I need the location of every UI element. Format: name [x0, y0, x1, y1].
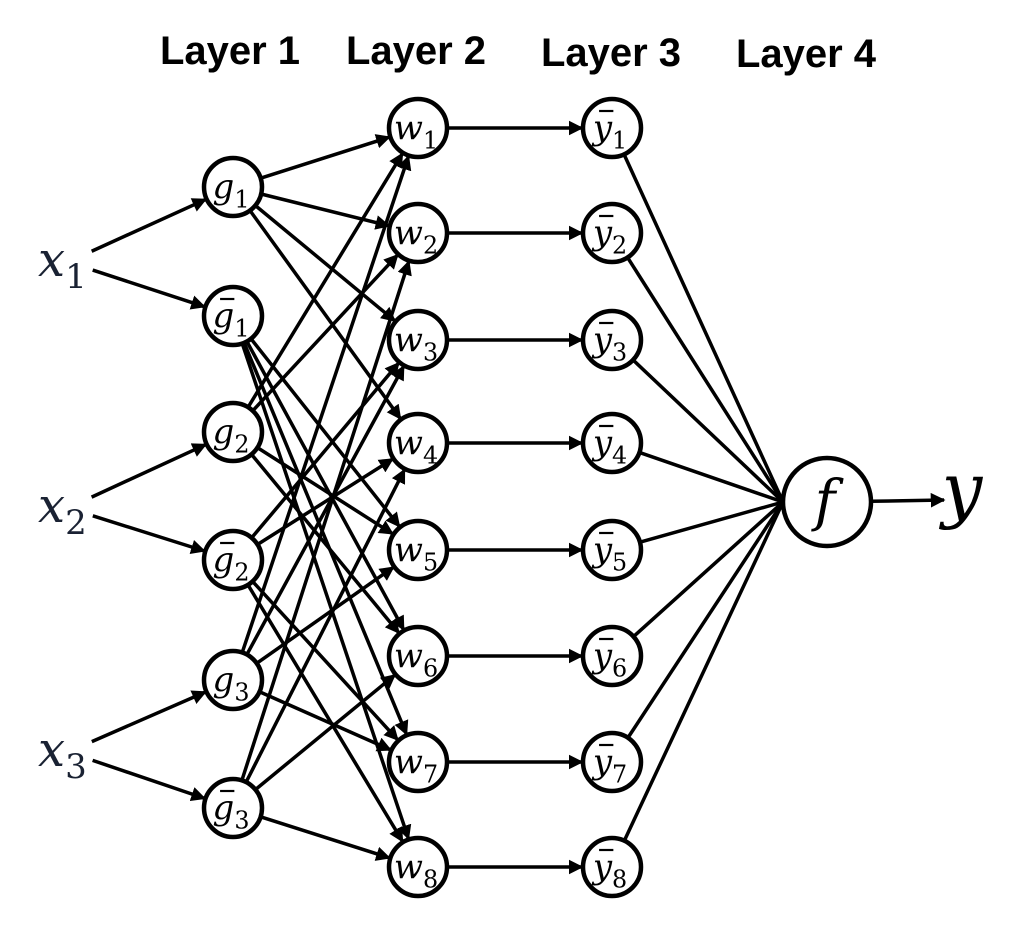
node-g3: [201, 648, 265, 712]
layer-1-label: Layer 1: [160, 29, 300, 73]
node-gbar3: [201, 776, 265, 840]
edge-ybar8-to-f: [622, 501, 785, 842]
edge-l1-to-w2: [251, 253, 399, 412]
node-w8-label: w8: [394, 847, 438, 894]
edge-input-1-to-g: [90, 197, 208, 253]
node-w5-label: w5: [394, 530, 438, 577]
node-ybar4-label: y4: [591, 423, 627, 470]
edge-l1-to-w4: [256, 457, 394, 546]
layer-4-label: Layer 4: [736, 32, 877, 76]
node-w7: [386, 730, 450, 794]
node-w1: [386, 96, 450, 160]
edge-l1-to-w8: [260, 815, 391, 861]
edge-ybar5-to-f: [639, 500, 784, 544]
layer-2-label: Layer 2: [346, 29, 486, 73]
node-ybar2-label: y2: [591, 213, 627, 260]
edge-l1-to-w8: [240, 342, 412, 840]
node-ybar6-label: y6: [591, 636, 627, 683]
input-x1: x1: [38, 232, 87, 297]
node-w6-label: w6: [394, 636, 438, 683]
node-g1-label: g1: [213, 167, 250, 214]
output-y: y: [939, 447, 984, 531]
edge-input-2-to-g: [90, 442, 208, 499]
node-w4: [386, 411, 450, 475]
edge-l1-to-w1: [246, 152, 404, 409]
edge-ybar3-to-f: [631, 358, 785, 504]
node-ybar1-label: y1: [591, 108, 627, 155]
edge-l1-to-w5: [256, 446, 394, 536]
edge-l1-to-w1: [240, 155, 412, 654]
edge-input-2-to-gbar: [92, 514, 206, 555]
input-x2: x2: [38, 478, 87, 543]
node-w3: [386, 308, 450, 372]
edge-l1-to-w7: [258, 690, 392, 752]
edge-l1-to-w3: [245, 365, 406, 656]
node-g2-label: g2: [213, 412, 250, 459]
edge-l1-to-w8: [246, 583, 405, 843]
nodes-group: x1 x2 x3 g1 g1 g2 g2 g3 g3 w1 w2 w3 w4 w5 w6 w7 w8 y1 y2 y3…: [38, 96, 984, 899]
node-ybar1: [580, 96, 644, 160]
input-x3: x3: [38, 722, 87, 787]
edge-f-to-y: [870, 492, 946, 508]
node-gbar1: [201, 284, 265, 348]
node-w8: [386, 835, 450, 899]
edge-l1-to-w6: [245, 340, 406, 631]
node-w2: [386, 201, 450, 265]
edge-l1-to-w2: [240, 260, 412, 781]
node-w3-label: w3: [394, 320, 438, 367]
edge-l1-to-w3: [254, 204, 397, 323]
node-gbar1-label: g1: [213, 296, 250, 343]
node-g3-label: g3: [213, 660, 250, 707]
node-f: [780, 455, 874, 549]
edge-l1-to-w7: [242, 342, 409, 736]
node-w4-label: w4: [394, 423, 438, 470]
edge-ybar6-to-f: [632, 500, 785, 638]
edge-l1-to-w1: [260, 134, 391, 180]
node-ybar5-label: y5: [591, 530, 627, 577]
edge-l1-to-w2: [260, 192, 391, 230]
edge-ybar7-to-f: [626, 501, 785, 739]
edge-l1-to-w7: [251, 580, 400, 742]
edges-group: [90, 120, 946, 875]
node-ybar7-label: y7: [591, 742, 627, 789]
edge-ybar2-to-f: [626, 256, 785, 503]
node-ybar8: [580, 835, 644, 899]
node-ybar6: [580, 624, 644, 688]
node-w2-label: w2: [394, 213, 438, 260]
node-gbar2-label: g2: [213, 540, 250, 587]
node-g1: [201, 155, 265, 219]
edge-l1-to-w5: [249, 337, 401, 528]
edge-l1-to-w6: [254, 673, 396, 791]
edge-l1-to-w5: [255, 565, 395, 665]
node-w5: [386, 518, 450, 582]
node-ybar4: [580, 411, 644, 475]
edge-input-3-to-gbar: [92, 758, 206, 802]
node-ybar2: [580, 201, 644, 265]
edge-ybar1-to-f: [622, 153, 785, 503]
edge-input-1-to-gbar: [92, 268, 206, 310]
node-ybar8-label: y8: [591, 847, 627, 894]
layer-3-label: Layer 3: [541, 31, 681, 75]
node-w6: [386, 624, 450, 688]
edge-l1-to-w4: [248, 209, 402, 420]
node-ybar7: [580, 730, 644, 794]
node-w1-label: w1: [394, 108, 438, 155]
node-gbar2: [201, 528, 265, 592]
edge-ybar4-to-f: [638, 450, 784, 504]
node-ybar3-label: y3: [591, 320, 627, 367]
node-gbar3-label: g3: [213, 788, 250, 835]
node-w7-label: w7: [394, 742, 438, 789]
edge-l1-to-w6: [250, 453, 401, 635]
node-ybar5: [580, 518, 644, 582]
node-ybar3: [580, 308, 644, 372]
edge-input-3-to-g: [91, 690, 207, 744]
edge-l1-to-w3: [250, 361, 401, 539]
node-g2: [201, 400, 265, 464]
